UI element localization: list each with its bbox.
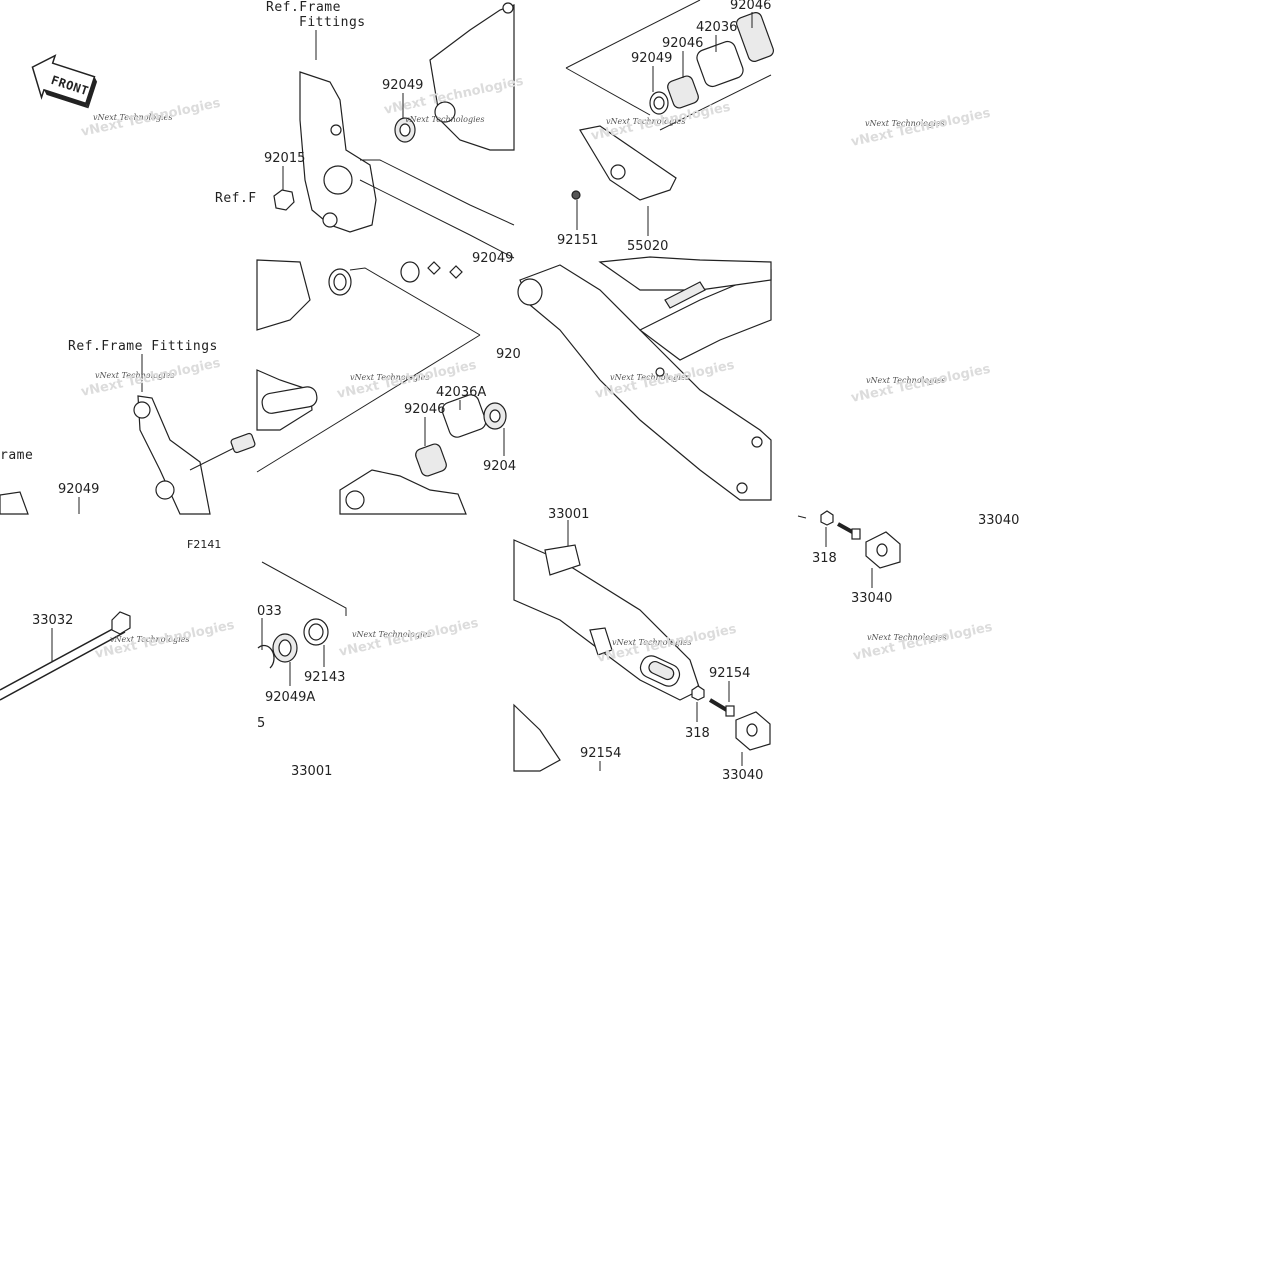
watermark-text: vNext Technologies (405, 115, 484, 124)
part-92151: 92151 (557, 233, 598, 248)
tile-top-right: vNext Technologies vNext Technologies (850, 106, 992, 150)
part-92049-top: 92049 (382, 78, 423, 93)
tile-mid-center-left: 92049 42036A 92046 9204 vNext Technologi… (256, 251, 516, 515)
ref-frame-fittings-mid: Ref.Frame Fittings (68, 339, 218, 354)
part-42036A: 42036A (436, 385, 486, 400)
part-92046-b: 92046 (662, 36, 703, 51)
bolt-icon (837, 522, 861, 540)
watermark-text: vNext Technologies (93, 113, 172, 122)
watermark-text: vNext Technologies (866, 376, 945, 385)
part-9204-partial: 9204 (483, 459, 516, 474)
part-920-partial: 920 (496, 347, 521, 362)
watermark-text: vNext Technologies (352, 630, 431, 639)
watermark-text: vNext Technologies (350, 373, 429, 382)
tile-top-center-right: 92046 42036 92046 92049 55020 92151 vNex… (557, 0, 774, 254)
ref-frame-label-2: Fittings (299, 15, 366, 30)
part-33040-b: 33040 (851, 591, 892, 606)
part-92154-a: 92154 (709, 666, 750, 681)
part-92154-b: 92154 (580, 746, 621, 761)
part-42036: 42036 (696, 20, 737, 35)
tile-mid-right: vNext Technologies vNext Technologies (850, 362, 992, 406)
watermark-text: vNext Technologies (95, 371, 174, 380)
watermark-text: vNext Technologies (865, 119, 944, 128)
watermark-text: vNext Technologies (610, 373, 689, 382)
part-92049-left: 92049 (58, 482, 99, 497)
part-55020: 55020 (627, 239, 668, 254)
frame-partial: rame (0, 448, 33, 463)
tile-mid-left: Ref.Frame Fittings rame 92049 vNext Tech… (0, 339, 256, 515)
part-92049A: 92049A (265, 690, 315, 705)
part-33040-a: 33040 (978, 513, 1019, 528)
part-33001-top: 33001 (548, 507, 589, 522)
tile-bottom-center-right: 33001 318 92154 33040 92154 vNext Techno… (513, 507, 771, 783)
watermark-text: vNext Technologies (867, 633, 946, 642)
figure-code: F2141 (187, 538, 221, 551)
ref-frame-partial: Ref.F (215, 191, 257, 206)
tile-bottom-center-left: 033 92049A 92143 5 33001 vNext Technolog… (257, 561, 480, 779)
part-92046-c: 92046 (404, 402, 445, 417)
watermark-text: vNext Technologies (606, 117, 685, 126)
part-92015: 92015 (264, 151, 305, 166)
part-92143: 92143 (304, 670, 345, 685)
part-92049-partial: 92049 (472, 251, 513, 266)
part-5-partial: 5 (257, 716, 265, 731)
part-33032: 33032 (32, 613, 73, 628)
watermark-text: vNext Technologies (110, 635, 189, 644)
part-318-b: 318 (685, 726, 710, 741)
tile-bottom-right: 33040 318 33040 vNext Technologies vNext… (797, 510, 1019, 664)
part-033-partial: 033 (257, 604, 282, 619)
part-318-a: 318 (812, 551, 837, 566)
bolt-icon (708, 698, 735, 717)
watermark-text: vNext Technologies (612, 638, 691, 647)
part-92046-top: 92046 (730, 0, 771, 13)
part-92049-top-right: 92049 (631, 51, 672, 66)
part-33040-partial: 33040 (722, 768, 763, 783)
spring-icon (230, 432, 256, 454)
part-33001-bottom: 33001 (291, 764, 332, 779)
tile-mid-center-right: 920 vNext Technologies vNext Technologie… (496, 256, 772, 501)
tile-bottom-left: F2141 33032 vNext Technologies vNext Tec… (0, 538, 236, 701)
tile-top-center-left: Ref.Frame Fittings 92015 Ref.F 92049 vNe… (215, 0, 525, 259)
ref-frame-label-1: Ref.Frame (266, 0, 341, 15)
tile-top-left: FRONT vNext Technologies vNext Technolog… (31, 54, 222, 140)
front-arrow-icon: FRONT (31, 54, 98, 109)
